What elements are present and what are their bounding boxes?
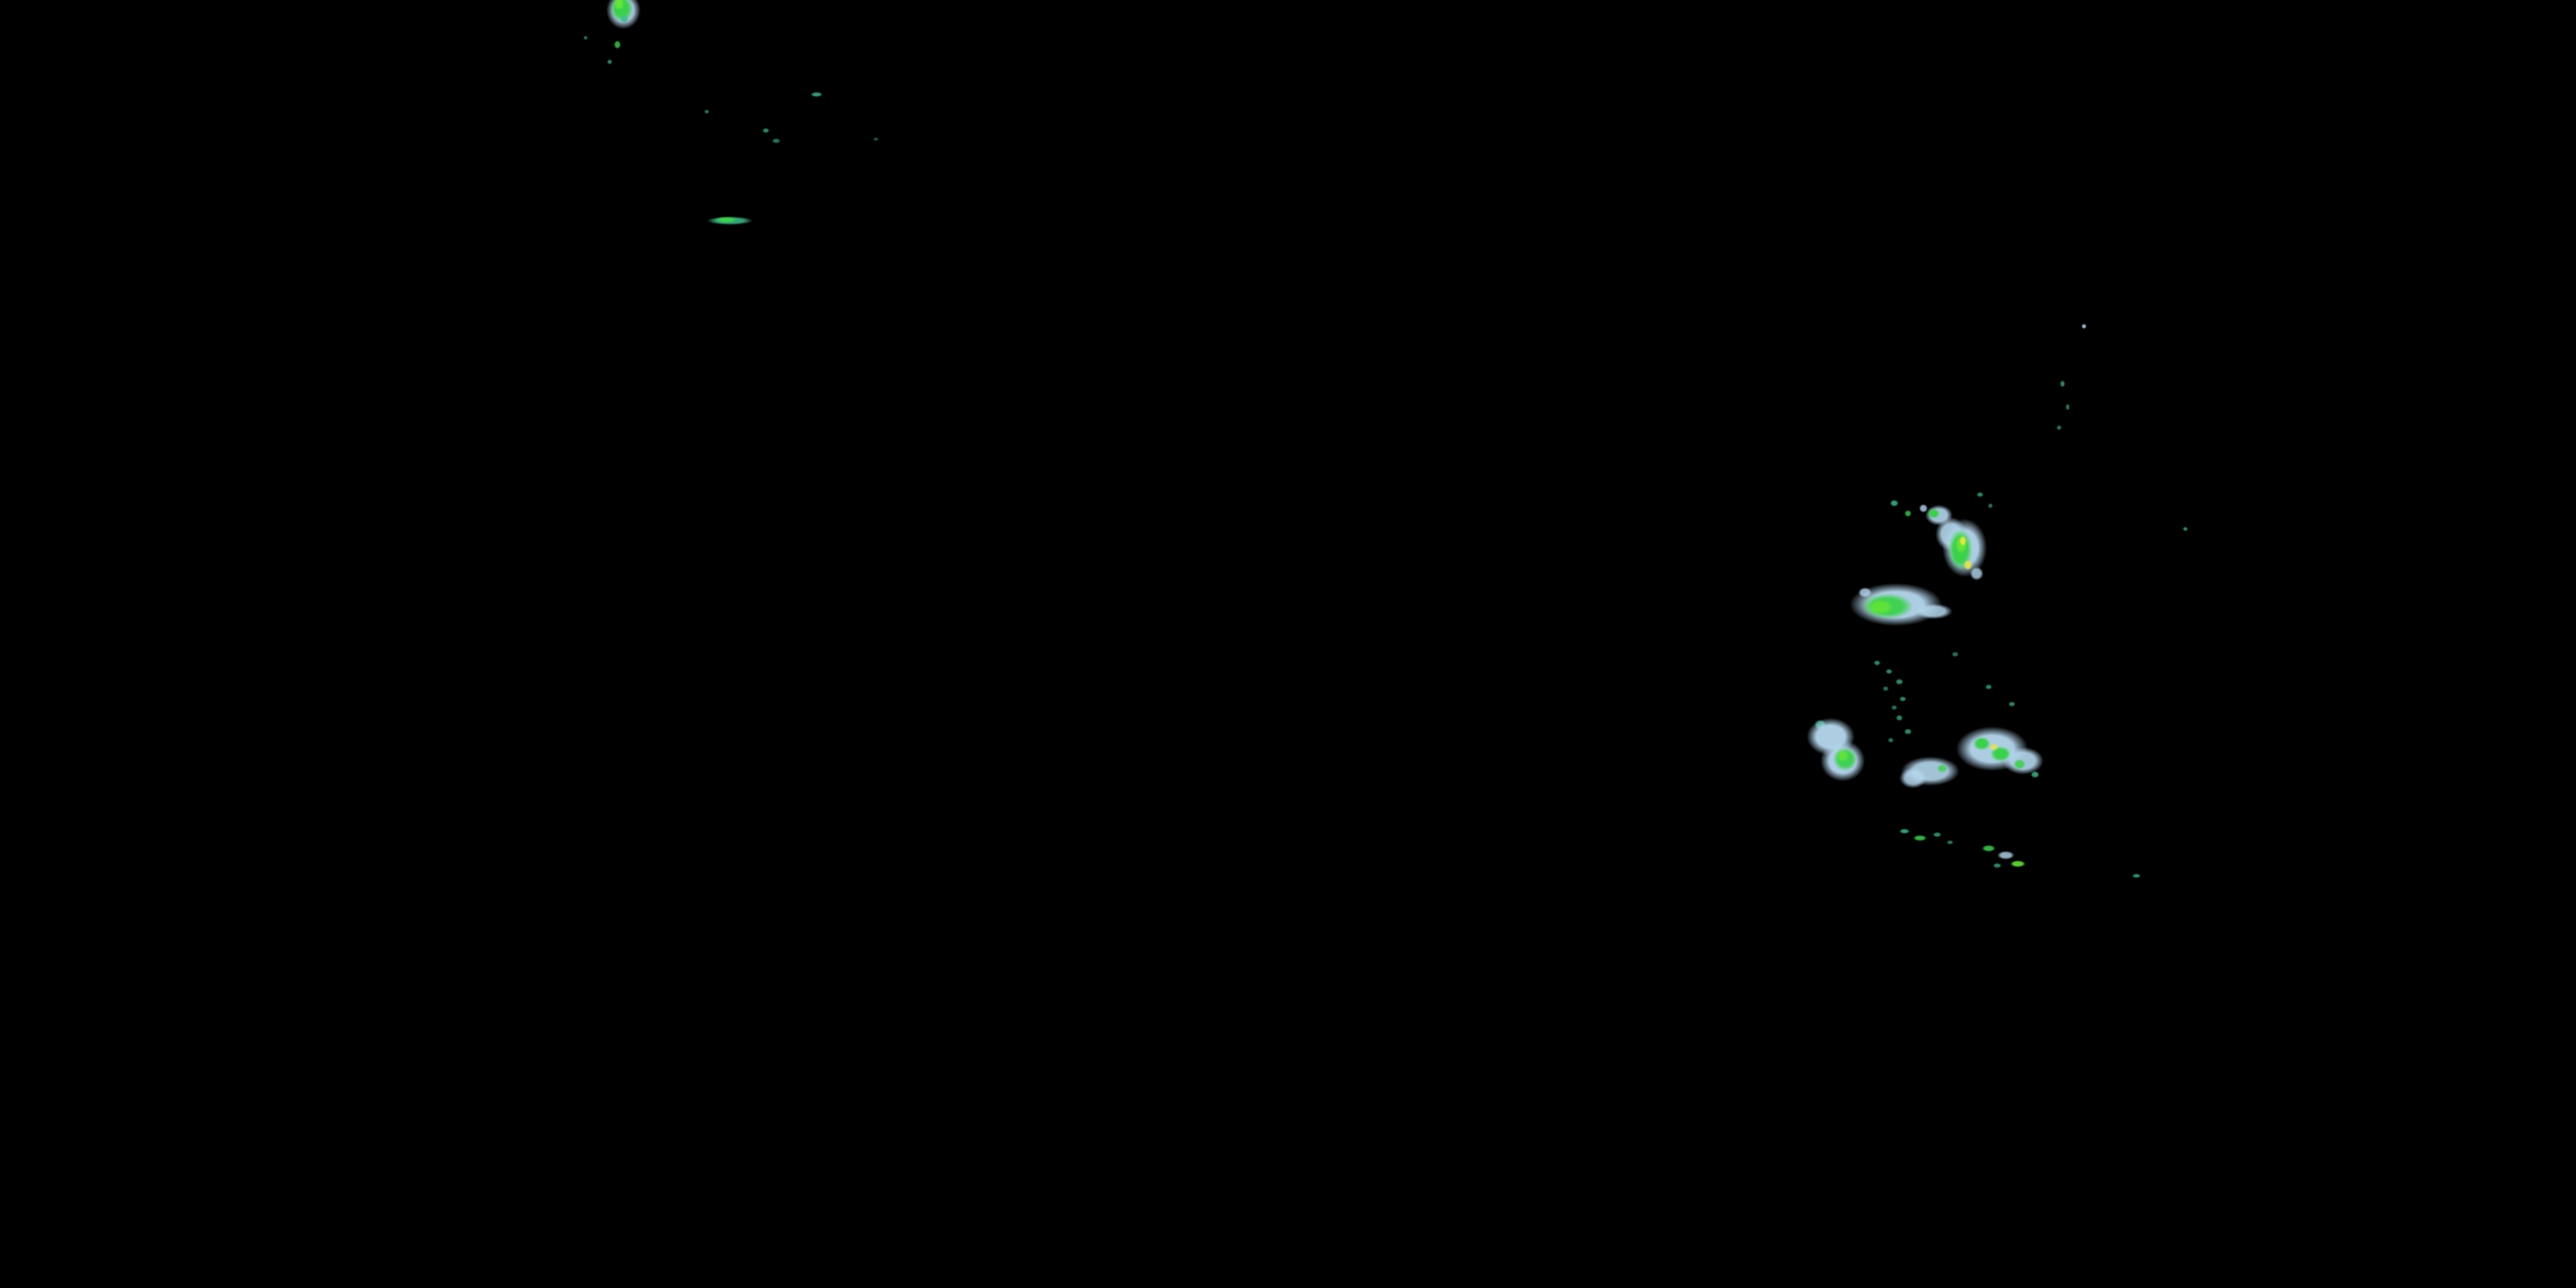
- weather-radar-map: [0, 0, 2576, 1288]
- radar-echo-canvas: [0, 0, 2576, 1288]
